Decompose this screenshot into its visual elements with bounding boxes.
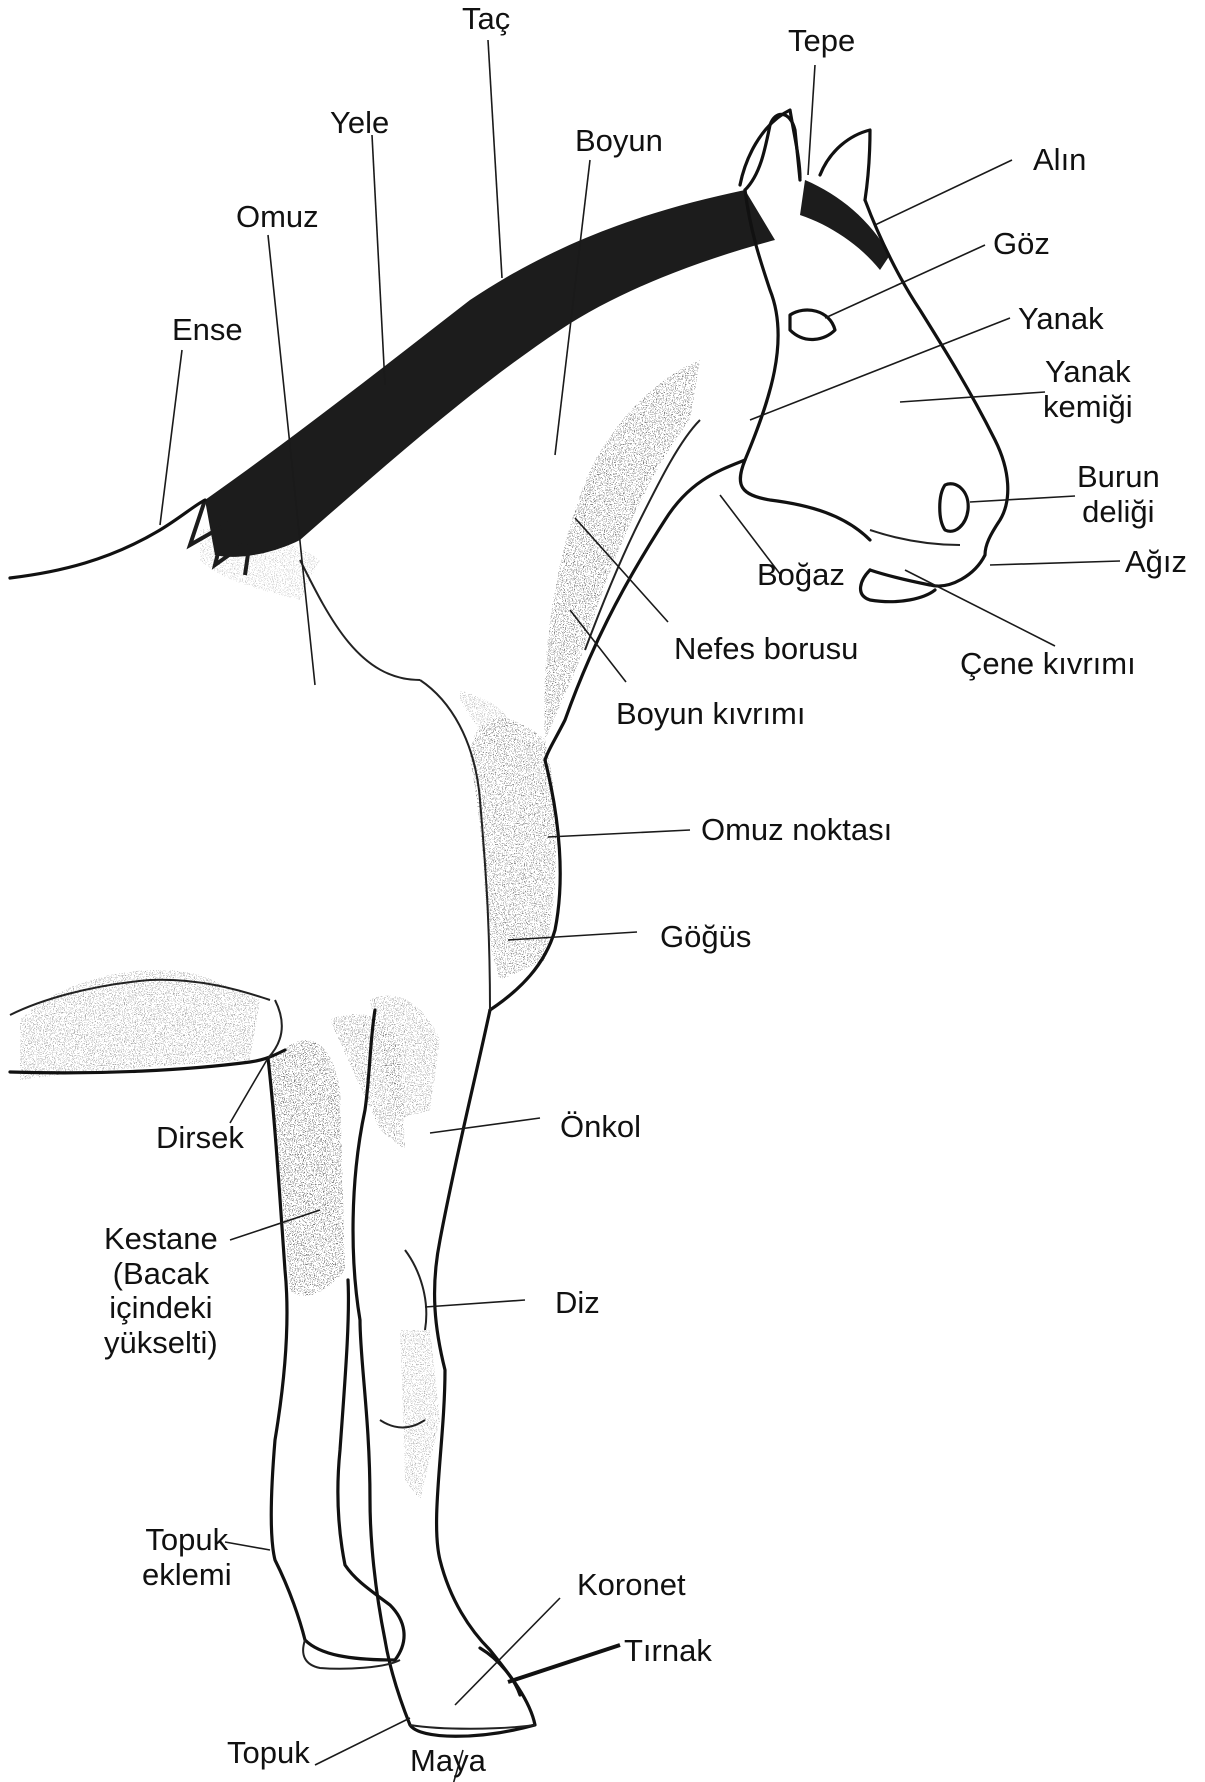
label-kestane-line4: yükselti) <box>104 1326 218 1361</box>
label-tepe: Tepe <box>788 24 855 59</box>
label-yele: Yele <box>330 106 389 141</box>
label-bogaz: Boğaz <box>757 558 845 593</box>
label-omuz-noktasi: Omuz noktası <box>701 813 892 848</box>
label-dirsek: Dirsek <box>156 1121 244 1156</box>
label-nefes-borusu: Nefes borusu <box>674 632 858 667</box>
label-kestane-line2: (Bacak <box>104 1257 218 1292</box>
label-onkol: Önkol <box>560 1110 641 1145</box>
label-ense: Ense <box>172 313 243 348</box>
label-diz: Diz <box>555 1286 600 1321</box>
label-boyun-kivrimi: Boyun kıvrımı <box>616 697 806 732</box>
label-goz: Göz <box>993 227 1050 262</box>
label-yanak-kemigi-line2: kemiği <box>1043 390 1133 425</box>
label-omuz: Omuz <box>236 200 319 235</box>
label-burun-deligi: Burun deliği <box>1077 460 1160 529</box>
label-tirnak: Tırnak <box>624 1634 712 1669</box>
label-topuk-eklemi-line1: Topuk <box>142 1523 232 1558</box>
label-tac: Taç <box>462 2 510 37</box>
label-koronet: Koronet <box>577 1568 686 1603</box>
label-agiz: Ağız <box>1125 545 1187 580</box>
label-kestane-line3: içindeki <box>104 1291 218 1326</box>
label-burun-deligi-line1: Burun <box>1077 460 1160 495</box>
label-gogus: Göğüs <box>660 920 751 955</box>
label-yanak-kemigi: Yanak kemiği <box>1043 355 1133 424</box>
label-topuk-eklemi: Topuk eklemi <box>142 1523 232 1592</box>
label-kestane: Kestane (Bacak içindeki yükselti) <box>104 1222 218 1361</box>
label-yanak-kemigi-line1: Yanak <box>1043 355 1133 390</box>
label-maya: Maya <box>410 1744 486 1779</box>
label-boyun: Boyun <box>575 124 663 159</box>
mane <box>190 180 890 575</box>
label-alin: Alın <box>1033 143 1086 178</box>
leader-lines <box>160 40 1120 1782</box>
label-cene-kivrimi: Çene kıvrımı <box>960 647 1136 682</box>
label-topuk: Topuk <box>227 1736 310 1771</box>
label-yanak: Yanak <box>1018 302 1104 337</box>
label-topuk-eklemi-line2: eklemi <box>142 1558 232 1593</box>
label-kestane-line1: Kestane <box>104 1222 218 1257</box>
label-burun-deligi-line2: deliği <box>1077 495 1160 530</box>
